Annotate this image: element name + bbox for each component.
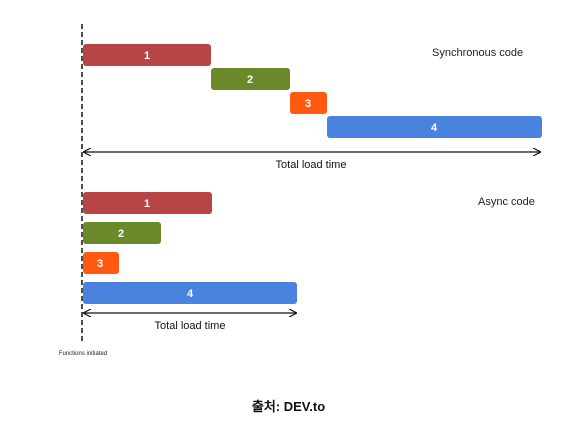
async-bar-3: 3	[83, 252, 119, 274]
async-bar-4-label: 4	[187, 288, 194, 300]
sync-bar-4-rect	[327, 116, 542, 138]
sync-bar-2-label: 2	[247, 74, 253, 86]
sync-bar-4: 4	[327, 116, 542, 138]
async-bar-3-rect	[83, 252, 119, 274]
async-bar-2-label: 2	[118, 228, 124, 240]
sync-bar-2: 2	[211, 68, 290, 90]
async-section-title: Async code	[478, 196, 535, 208]
async-bar-4: 4	[83, 282, 297, 304]
async-bar-1-rect	[83, 192, 212, 214]
async-bar-2: 2	[83, 222, 161, 244]
sync-bar-3: 3	[290, 92, 327, 114]
async-total-label: Total load time	[155, 320, 226, 332]
sync-bar-2-rect	[211, 68, 290, 90]
async-bar-1: 1	[83, 192, 212, 214]
sync-total-label: Total load time	[276, 159, 347, 171]
async-bar-1-label: 1	[144, 198, 150, 210]
sync-bar-1-rect	[83, 44, 211, 66]
async-bar-2-rect	[83, 222, 161, 244]
async-bar-3-label: 3	[97, 258, 103, 270]
sync-section-title: Synchronous code	[432, 47, 523, 59]
sync-bar-3-rect	[290, 92, 327, 114]
sync-bar-1: 1	[83, 44, 211, 66]
sync-bar-4-label: 4	[431, 122, 438, 134]
async-bar-4-rect	[83, 282, 297, 304]
source-caption: 출처: DEV.to	[251, 399, 326, 414]
functions-initiated-label: Functions initiated	[59, 351, 107, 357]
sync-bar-1-label: 1	[144, 50, 150, 62]
sync-bar-3-label: 3	[305, 98, 311, 110]
